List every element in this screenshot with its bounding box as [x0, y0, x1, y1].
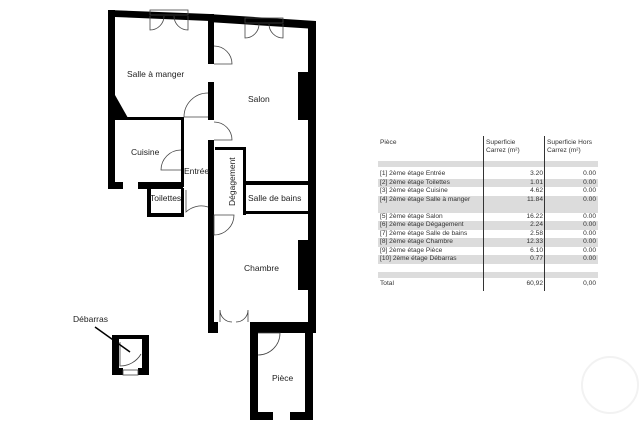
table-row: [6] 2ème étage Dégagement 2.24 0.00	[378, 221, 598, 230]
header-piece: Pièce	[380, 139, 397, 146]
table-row: [7] 2ème étage Salle de bains 2.58 0.00	[378, 230, 598, 239]
total-row: Total 60,92 0,00	[378, 280, 598, 289]
debarras-pointer	[94, 326, 131, 353]
total-hors-carrez: 0,00	[583, 280, 596, 287]
carrez-cell: 12.33	[526, 238, 543, 245]
table-row: [8] 2ème étage Chambre 12.33 0.00	[378, 238, 598, 247]
carrez-cell: 3.20	[530, 170, 543, 177]
carrez-cell: 2.24	[530, 221, 543, 228]
carrez-cell: 2.58	[530, 229, 543, 237]
room-name-cell: [4] 2ème étage Salle à manger	[380, 195, 471, 203]
hors-carrez-cell: 0.00	[583, 178, 596, 186]
watermark-logo-icon	[581, 356, 639, 414]
column-divider	[483, 136, 484, 291]
total-carrez: 60,92	[526, 280, 543, 287]
carrez-cell: 6.10	[530, 246, 543, 254]
table-row: [3] 2ème étage Cuisine 4.62 0.00	[378, 187, 598, 196]
header-hors-carrez: Superficie Hors Carrez (m²)	[547, 139, 593, 154]
walls	[108, 10, 316, 420]
room-name-cell: [5] 2ème étage Salon	[380, 212, 443, 220]
hors-carrez-cell: 0.00	[583, 238, 596, 245]
carrez-cell: 11.84	[526, 195, 543, 203]
carrez-cell: 4.62	[530, 187, 543, 194]
hors-carrez-cell: 0.00	[583, 195, 596, 203]
hors-carrez-cell: 0.00	[583, 170, 596, 177]
hors-carrez-cell: 0.00	[583, 212, 596, 220]
room-name-cell: [7] 2ème étage Salle de bains	[380, 229, 468, 237]
hors-carrez-cell: 0.00	[583, 255, 596, 262]
room-label-debarras: Débarras	[73, 314, 108, 324]
table-row: [2] 2ème étage Toilettes 1.01 0.00	[378, 178, 598, 187]
table-row: [5] 2ème étage Salon 16.22 0.00	[378, 213, 598, 222]
room-label-entree: Entrée	[184, 166, 209, 176]
room-label-chambre: Chambre	[244, 263, 279, 273]
room-label-salon: Salon	[248, 94, 270, 104]
table-row: [9] 2ème étage Pièce 6.10 0.00	[378, 247, 598, 256]
room-name-cell: [2] 2ème étage Toilettes	[380, 178, 450, 186]
room-label-degagement: Dégagement	[227, 157, 237, 206]
spacer-row	[378, 272, 598, 278]
carrez-cell: 1.01	[530, 178, 543, 186]
hors-carrez-cell: 0.00	[583, 246, 596, 254]
room-label-toilettes: Toilettes	[150, 193, 181, 203]
room-name-cell: [9] 2ème étage Pièce	[380, 246, 443, 254]
room-label-cuisine: Cuisine	[131, 147, 160, 157]
hors-carrez-cell: 0.00	[583, 187, 596, 194]
room-label-piece: Pièce	[272, 373, 294, 383]
room-label-salle-de-bains: Salle de bains	[248, 193, 301, 203]
table-row: [10] 2ème étage Débarras 0.77 0.00	[378, 255, 598, 264]
room-name-cell: [8] 2ème étage Chambre	[380, 238, 453, 245]
room-name-cell: [3] 2ème étage Cuisine	[380, 187, 448, 194]
hors-carrez-cell: 0.00	[583, 221, 596, 228]
hors-carrez-cell: 0.00	[583, 229, 596, 237]
carrez-cell: 16.22	[526, 212, 543, 220]
table-row: [4] 2ème étage Salle à manger 11.84 0.00	[378, 195, 598, 213]
doors-windows	[119, 9, 284, 376]
total-label: Total	[380, 280, 394, 287]
table-row: [1] 2ème étage Entrée 3.20 0.00	[378, 170, 598, 179]
room-name-cell: [10] 2ème étage Débarras	[380, 255, 457, 262]
carrez-cell: 0.77	[530, 255, 543, 262]
room-name-cell: [6] 2ème étage Dégagement	[380, 221, 464, 228]
room-name-cell: [1] 2ème étage Entrée	[380, 170, 446, 177]
room-label-salle-a-manger: Salle à manger	[127, 69, 184, 79]
column-divider	[544, 136, 545, 291]
spacer-row	[378, 161, 598, 167]
header-carrez: Superficie Carrez (m²)	[486, 139, 520, 154]
